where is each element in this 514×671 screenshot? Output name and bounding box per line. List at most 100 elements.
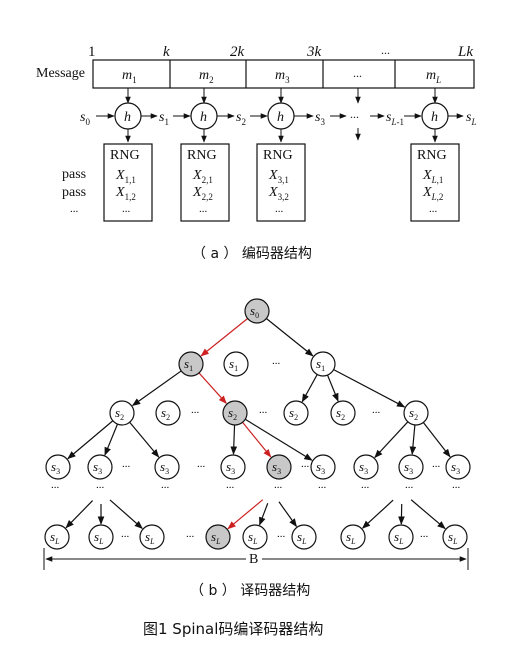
- chain-states: s0 s1 s2 s3 ... sL-1 sL: [80, 107, 476, 127]
- tree-ellipsis: ...: [122, 458, 131, 470]
- level2-s2-label: s2: [161, 405, 170, 422]
- leaf-sL-node: [442, 524, 468, 550]
- leaf-sL-node: [340, 524, 366, 550]
- leaf-sL-node: [388, 524, 414, 550]
- leaf-sL-label: sL: [448, 529, 458, 546]
- leaf-sL-node: [205, 524, 231, 550]
- tree-edge: [333, 369, 406, 408]
- rng-x21: X2,1: [192, 168, 213, 185]
- tree-ellipsis: ...: [420, 528, 429, 540]
- level1-s1-node: [223, 351, 249, 377]
- state-s1: s1: [159, 110, 169, 127]
- level2-s2-node: [155, 400, 181, 426]
- state-s3: s3: [315, 110, 325, 127]
- decoder-width-marker: B: [43, 548, 469, 570]
- decoder-path-edge: [227, 499, 264, 530]
- level3-s3-node: [220, 454, 246, 480]
- tree-edge: [422, 422, 451, 458]
- tree-ellipsis: ...: [226, 479, 235, 491]
- level3-s3-node: [398, 454, 424, 480]
- rng-box-L: RNG XL,1 XL,2 ...: [410, 143, 460, 222]
- message-block-m1: m1: [122, 68, 137, 85]
- leaf-sL-node: [291, 524, 317, 550]
- tree-edge: [129, 421, 160, 458]
- tree-edge: [259, 503, 269, 526]
- tree-ellipsis: ...: [372, 404, 381, 416]
- message-block-mL: mL: [426, 68, 441, 85]
- tree-edge: [244, 418, 313, 461]
- root-s0-node: [244, 298, 270, 324]
- scale-tick-Lk: Lk: [457, 44, 473, 60]
- level3-s3-node: [310, 454, 336, 480]
- tree-edge: [67, 420, 114, 460]
- level3-s3-node: [154, 454, 180, 480]
- hash-symbol: h: [431, 110, 438, 125]
- pass-label: pass: [62, 185, 86, 200]
- rng-x11: X1,1: [115, 168, 136, 185]
- tree-ellipsis: ...: [259, 404, 268, 416]
- level1-s1-label: s1: [316, 356, 325, 373]
- tree-ellipsis: ...: [318, 479, 327, 491]
- leaf-sL-node: [44, 524, 70, 550]
- rng-label: RNG: [187, 148, 217, 163]
- leaf-sL-label: sL: [394, 529, 404, 546]
- level1-s1-label: s1: [184, 356, 193, 373]
- rng-label: RNG: [110, 148, 140, 163]
- level2-s2-label: s2: [228, 405, 237, 422]
- tree-edge: [326, 374, 339, 402]
- message-block-m3: m3: [275, 68, 290, 85]
- state-ellipsis: ...: [350, 107, 359, 121]
- rng-more: ...: [122, 203, 131, 215]
- leaf-sL-label: sL: [94, 529, 104, 546]
- rng-x31: X3,1: [268, 168, 289, 185]
- level3-s3-node: [445, 454, 471, 480]
- leaf-sL-label: sL: [346, 529, 356, 546]
- level2-s2-label: s2: [115, 405, 124, 422]
- message-block-ellipsis: ...: [353, 66, 362, 80]
- hash-symbol: h: [124, 110, 131, 125]
- message-label: Message: [36, 66, 85, 81]
- level3-s3-node: [45, 454, 71, 480]
- tree-edge: [374, 421, 409, 459]
- hash-nodes: h h h h: [114, 102, 449, 130]
- state-s0: s0: [80, 110, 90, 127]
- rng-more: ...: [275, 203, 284, 215]
- level2-s2-node: [330, 400, 356, 426]
- level3-s3-label: s3: [93, 459, 102, 476]
- level1-s1-label: s1: [229, 356, 238, 373]
- level3-s3-label: s3: [404, 459, 413, 476]
- rng-box-3: RNG X3,1 X3,2 ...: [256, 143, 306, 222]
- rng-more: ...: [429, 203, 438, 215]
- rng-x22: X2,2: [192, 185, 213, 202]
- scale-tick-1: 1: [88, 44, 96, 60]
- level2-s2-label: s2: [336, 405, 345, 422]
- rng-label: RNG: [417, 148, 447, 163]
- encoder-caption: （ a ） 编码器结构: [192, 246, 312, 262]
- rng-xL2: XL,2: [422, 185, 443, 202]
- level2-s2-node: [403, 400, 429, 426]
- rng-x32: X3,2: [268, 185, 289, 202]
- scale-tick-2k: 2k: [230, 44, 245, 60]
- state-sL: sL: [466, 110, 476, 127]
- level3-s3-node: [353, 454, 379, 480]
- rng-more: ...: [199, 203, 208, 215]
- tree-ellipsis: ...: [272, 355, 281, 367]
- level2-s2-label: s2: [289, 405, 298, 422]
- tree-edge: [409, 424, 417, 455]
- level3-s3-label: s3: [316, 459, 325, 476]
- tree-ellipsis: ...: [121, 528, 130, 540]
- tree-edge: [131, 370, 182, 406]
- level3-s3-node: [87, 454, 113, 480]
- leaf-sL-node: [242, 524, 268, 550]
- tree-ellipsis: ...: [277, 528, 286, 540]
- tree-edge: [410, 499, 446, 530]
- rng-box-1: RNG X1,1 X1,2 ...: [103, 143, 153, 222]
- tree-edge: [65, 500, 94, 529]
- rng-label: RNG: [263, 148, 293, 163]
- state-sL-1: sL-1: [386, 110, 404, 127]
- figure-caption: 图1 Spinal码编译码器结构: [143, 620, 323, 638]
- leaf-sL-node: [139, 524, 165, 550]
- level2-s2-node: [109, 400, 135, 426]
